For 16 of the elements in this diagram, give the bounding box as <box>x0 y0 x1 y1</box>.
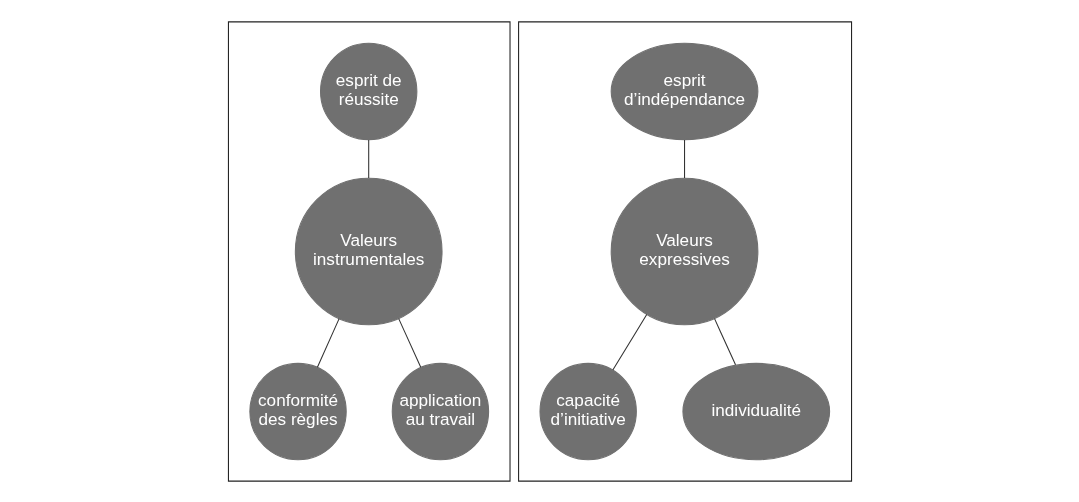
connector <box>611 313 647 371</box>
node-circle: application au travail <box>391 362 489 460</box>
node-ellipse: individualité <box>681 362 830 460</box>
connector <box>316 317 340 368</box>
cluster <box>227 20 511 482</box>
cluster <box>517 20 852 482</box>
connector <box>713 317 736 365</box>
connector <box>397 317 421 368</box>
connector <box>683 138 685 178</box>
node-circle: capacité d’initiative <box>538 362 637 460</box>
node-circle: Valeurs expressives <box>610 177 758 325</box>
node-circle: conformité des règles <box>248 362 347 460</box>
node-circle: esprit de réussite <box>319 42 417 140</box>
node-circle: Valeurs instrumentales <box>294 177 443 325</box>
connector <box>367 138 369 178</box>
node-ellipse: esprit d’indépendance <box>610 42 758 140</box>
